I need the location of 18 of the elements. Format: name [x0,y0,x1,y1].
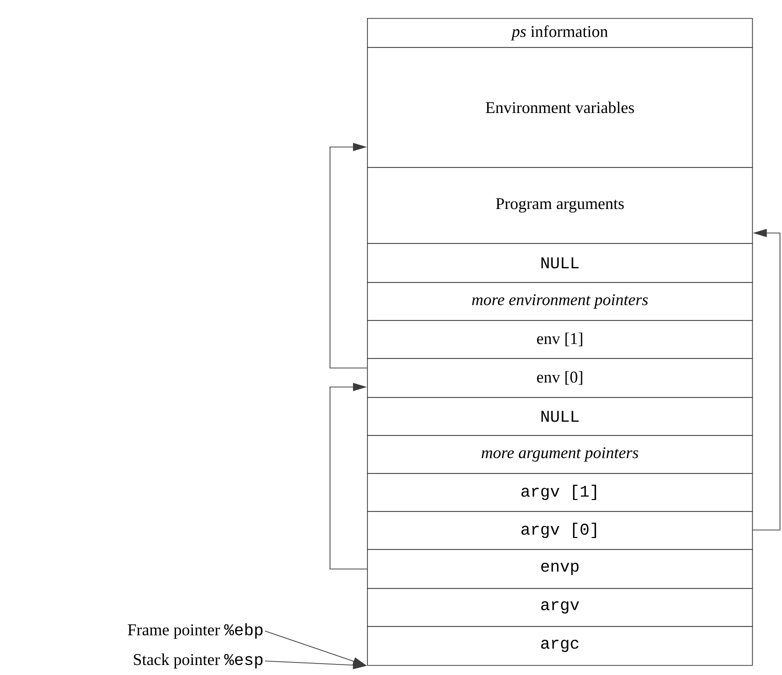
stack-cell: NULL [367,243,753,283]
pointer-label: Frame pointer %ebp [128,623,262,639]
stack-cell: NULL [367,397,753,436]
stack-cell: argc [367,626,753,666]
stack-cell: env [0] [367,358,753,398]
stack-cell: Environment variables [367,47,753,168]
stack-cell: argv [367,588,753,627]
stack-cell: more environment pointers [367,282,753,321]
stack-cell: ps information [367,18,753,48]
arrow [330,382,368,570]
stack-cell: more argument pointers [367,435,753,474]
stack-cell: argv [1] [367,473,753,512]
pointer-label: Stack pointer %esp [134,654,262,668]
arrow [330,142,368,368]
stack-cell: env [1] [367,320,753,359]
stack-cell: argv [0] [367,511,753,550]
stack-cell: envp [367,549,753,589]
stack-cell: Program arguments [367,167,753,244]
